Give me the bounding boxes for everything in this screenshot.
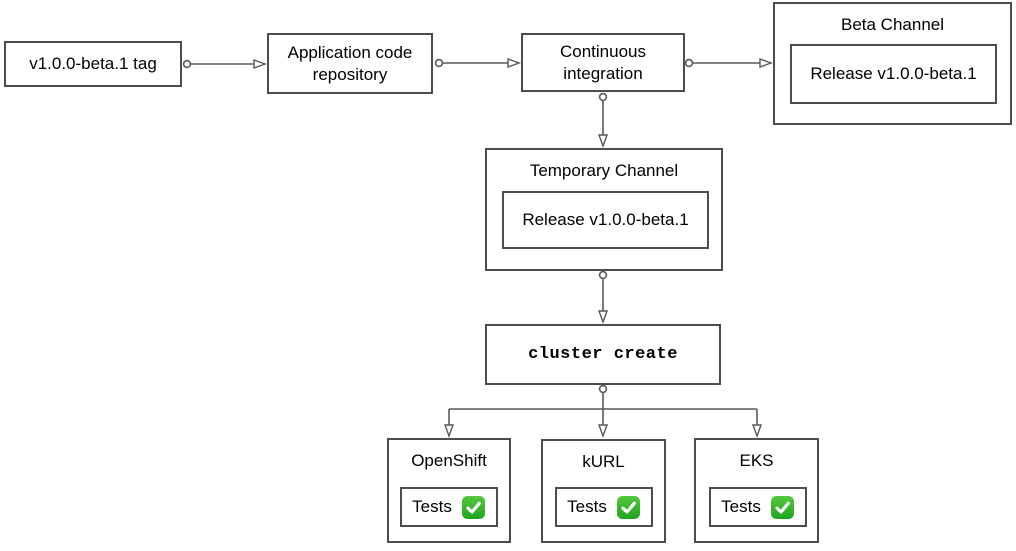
version-tag-label: v1.0.0-beta.1 tag	[29, 54, 157, 74]
node-kurl: kURL Tests	[541, 439, 666, 543]
node-beta-channel: Beta Channel Release v1.0.0-beta.1	[773, 2, 1012, 125]
beta-release-box: Release v1.0.0-beta.1	[790, 44, 997, 104]
ci-label: Continuous integration	[559, 42, 646, 83]
openshift-title: OpenShift	[411, 451, 487, 470]
node-ci: Continuous integration	[521, 33, 685, 92]
app-repo-label: Application code repository	[287, 43, 413, 84]
kurl-tests-box: Tests	[555, 487, 653, 527]
eks-title: EKS	[739, 451, 774, 470]
node-temporary-channel: Temporary Channel Release v1.0.0-beta.1	[485, 148, 723, 271]
green-check-icon	[616, 495, 640, 519]
beta-release-label: Release v1.0.0-beta.1	[810, 64, 977, 84]
kurl-tests-label: Tests	[567, 497, 607, 517]
node-eks: EKS Tests	[694, 438, 819, 543]
node-openshift: OpenShift Tests	[387, 438, 511, 543]
green-check-icon	[461, 495, 485, 519]
node-cluster-create: cluster create	[485, 324, 721, 385]
cluster-create-label: cluster create	[528, 344, 678, 364]
temporary-channel-title: Temporary Channel	[529, 161, 679, 180]
beta-channel-title: Beta Channel	[840, 15, 945, 34]
openshift-tests-box: Tests	[400, 487, 498, 527]
node-version-tag: v1.0.0-beta.1 tag	[4, 41, 182, 87]
node-app-repo: Application code repository	[267, 33, 433, 94]
openshift-tests-label: Tests	[412, 497, 452, 517]
temp-release-box: Release v1.0.0-beta.1	[502, 191, 709, 249]
kurl-title: kURL	[582, 452, 625, 471]
eks-tests-label: Tests	[721, 497, 761, 517]
temp-release-label: Release v1.0.0-beta.1	[522, 210, 689, 230]
eks-tests-box: Tests	[709, 487, 807, 527]
green-check-icon	[770, 495, 794, 519]
